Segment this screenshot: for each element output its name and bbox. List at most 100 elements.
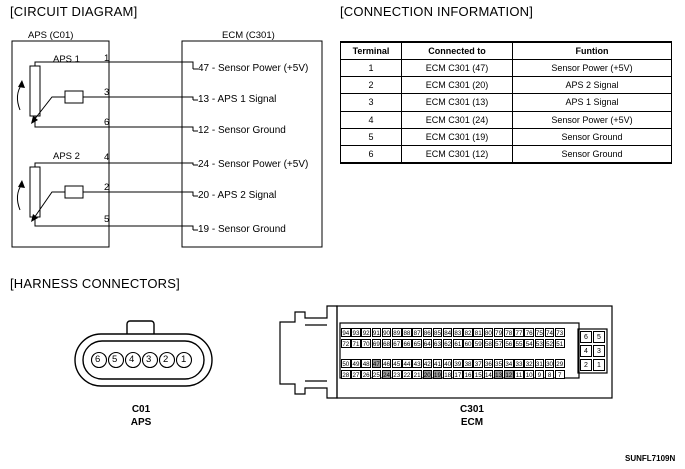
c301-pin: 55 (514, 339, 524, 348)
ecm-connector-title: ECM (C301) (222, 30, 275, 41)
c01-pin-circles (90, 351, 193, 369)
c301-pin: 58 (483, 339, 494, 348)
c301-pin: 49 (351, 359, 361, 368)
c301-pin: 11 (514, 370, 524, 379)
c301-side-pins: 6 5 4 3 2 1 (580, 331, 606, 371)
table-cell: ECM C301 (20) (401, 76, 513, 95)
c301-pin: 5 (593, 331, 605, 343)
c301-pin: 87 (412, 328, 422, 337)
aps-connector-title: APS (C01) (28, 30, 74, 41)
c301-pin: 75 (534, 328, 545, 337)
c301-pin: 57 (493, 339, 504, 348)
c301-pin: 68 (381, 339, 392, 348)
c301-pin: 66 (402, 339, 412, 348)
ecm-terminal-label: 47 - Sensor Power (+5V) (198, 63, 309, 74)
aps1-label: APS 1 (53, 54, 80, 65)
c301-pin: 2 (580, 359, 592, 371)
c301-pin: 16 (463, 370, 473, 379)
c301-pin: 33 (514, 359, 524, 368)
c301-pin: 67 (391, 339, 402, 348)
c301-pin: 64 (422, 339, 433, 348)
c01-pin-number: 4 (129, 354, 135, 365)
c301-pin: 78 (504, 328, 514, 337)
c301-pin: 82 (463, 328, 473, 337)
c301-pin: 61 (453, 339, 463, 348)
table-cell: APS 1 Signal (512, 93, 672, 112)
table-cell: Sensor Ground (512, 127, 672, 146)
c301-pin: 42 (422, 359, 433, 368)
c01-caption-name: APS (130, 417, 152, 428)
aps-pin-label: 3 (104, 87, 110, 98)
c301-pin: 84 (442, 328, 453, 337)
table-cell: Sensor Power (+5V) (512, 110, 672, 129)
table-cell: Sensor Ground (512, 144, 672, 165)
c301-pin: 15 (473, 370, 484, 379)
table-row: 3 ECM C301 (13) APS 1 Signal (340, 93, 672, 112)
c301-pin: 53 (534, 339, 545, 348)
connection-info-heading: [CONNECTION INFORMATION] (340, 4, 534, 19)
table-row: 6 ECM C301 (12) Sensor Ground (340, 144, 672, 165)
table-cell: ECM C301 (47) (401, 58, 513, 78)
table-cell: APS 2 Signal (512, 76, 672, 95)
c301-pin: 37 (473, 359, 484, 368)
c301-pin: 7 (554, 370, 565, 379)
c301-pin: 47 (371, 359, 382, 368)
c301-caption-code: C301 (460, 404, 484, 415)
c301-pin: 90 (381, 328, 392, 337)
c301-pin: 30 (544, 359, 555, 368)
table-cell: ECM C301 (19) (401, 127, 513, 146)
c301-pin: 85 (432, 328, 443, 337)
c301-pin: 65 (412, 339, 422, 348)
table-cell: 4 (340, 110, 402, 129)
ecm-terminal-label: 19 - Sensor Ground (198, 224, 286, 235)
table-cell: ECM C301 (13) (401, 93, 513, 112)
table-row: 2 ECM C301 (20) APS 2 Signal (340, 76, 672, 95)
c301-pin: 22 (402, 370, 412, 379)
c301-pin: 36 (483, 359, 494, 368)
c01-pin-number: 5 (112, 354, 118, 365)
c301-pin: 54 (524, 339, 534, 348)
c301-pin: 20 (422, 370, 433, 379)
c301-pin: 24 (381, 370, 392, 379)
c301-pin: 23 (391, 370, 402, 379)
aps-pin-label: 6 (104, 117, 110, 128)
wires (82, 61, 194, 230)
c301-pin: 40 (442, 359, 453, 368)
c301-pin: 19 (432, 370, 443, 379)
table-cell: 1 (340, 58, 402, 78)
table-row: 4 ECM C301 (24) Sensor Power (+5V) (340, 110, 672, 129)
c301-pin: 91 (371, 328, 382, 337)
c301-pin: 74 (544, 328, 555, 337)
c01-pin-number: 3 (146, 354, 152, 365)
c301-pin: 71 (351, 339, 361, 348)
c301-caption-name: ECM (460, 417, 484, 428)
c301-pin: 8 (544, 370, 555, 379)
c301-pin: 56 (504, 339, 514, 348)
c301-pin: 88 (402, 328, 412, 337)
c301-pin: 26 (361, 370, 371, 379)
harness-connectors-heading: [HARNESS CONNECTORS] (10, 276, 180, 291)
c301-pin: 70 (361, 339, 371, 348)
aps2-sensor-symbol (16, 162, 109, 227)
c301-pin: 10 (524, 370, 534, 379)
ecm-terminal-label: 12 - Sensor Ground (198, 125, 286, 136)
c301-pin: 32 (524, 359, 534, 368)
c301-pin: 17 (453, 370, 463, 379)
c301-pin: 46 (381, 359, 392, 368)
c301-pin: 18 (442, 370, 453, 379)
c301-pin: 28 (341, 370, 351, 379)
c301-pin: 9 (534, 370, 545, 379)
c301-pin: 13 (493, 370, 504, 379)
table-cell: 3 (340, 93, 402, 112)
c01-pin-number: 1 (181, 354, 187, 365)
table-cell: 6 (340, 144, 402, 165)
table-row: 1 ECM C301 (47) Sensor Power (+5V) (340, 58, 672, 78)
column-header: Funtion (512, 41, 672, 60)
c301-pin: 73 (554, 328, 565, 337)
aps-pin-label: 2 (104, 182, 110, 193)
c301-pin: 12 (504, 370, 514, 379)
c301-pin: 59 (473, 339, 484, 348)
